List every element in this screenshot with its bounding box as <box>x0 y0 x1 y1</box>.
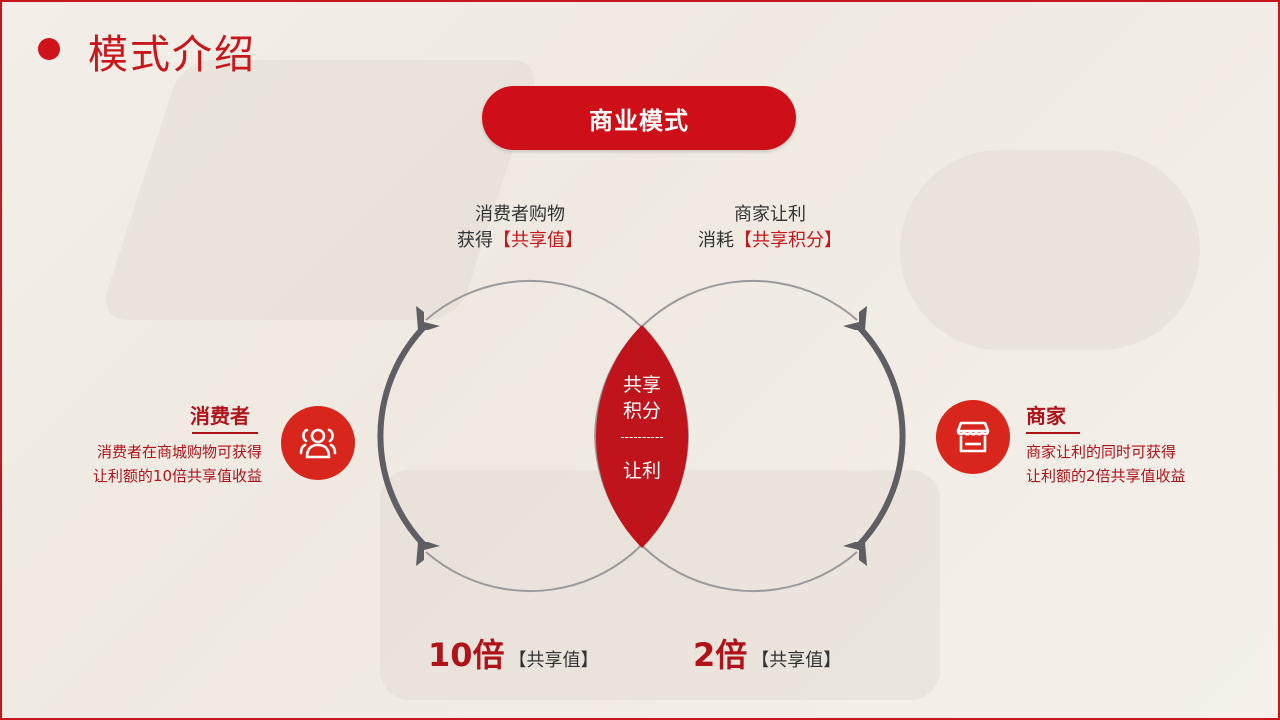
consumer-title: 消费者 <box>190 404 250 428</box>
caption-line: 消费者购物 <box>475 204 565 225</box>
lens-line: 积分 <box>622 400 661 422</box>
multiplier-value: 2倍 <box>693 636 748 674</box>
consumer-description: 消费者在商城购物可获得 让利额的10倍共享值收益 <box>52 440 262 488</box>
lens-label-discount: 让利 <box>622 460 661 482</box>
users-icon <box>299 428 337 459</box>
desc-line: 让利额的10倍共享值收益 <box>92 467 262 485</box>
caption-line: 消耗【共享积分】 <box>660 228 880 254</box>
desc-line: 消费者在商城购物可获得 <box>96 443 262 461</box>
merchant-description: 商家让利的同时可获得 让利额的2倍共享值收益 <box>1026 440 1246 488</box>
multiplier-label: 【共享值】 <box>508 650 599 671</box>
merchant-underline <box>1026 432 1080 434</box>
caption-prefix: 获得 <box>457 230 493 251</box>
lens-line: 共享 <box>622 374 661 396</box>
desc-line: 让利额的2倍共享值收益 <box>1026 467 1186 485</box>
arrowhead-bottom-left-icon <box>416 542 440 566</box>
desc-line: 商家让利的同时可获得 <box>1026 443 1177 461</box>
right-circle-thick-arc <box>854 322 906 550</box>
lens-label-shared-points: 共享 积分 <box>596 372 688 424</box>
right-circle-thin-arc <box>593 279 858 593</box>
caption-merchant-discount: 商家让利 消耗【共享积分】 <box>660 202 880 254</box>
caption-consumer-shopping: 消费者购物 获得【共享值】 <box>420 202 620 254</box>
lens-divider: ---------- <box>620 430 664 444</box>
overlap-lens <box>595 325 689 548</box>
caption-highlight: 【共享积分】 <box>734 230 842 251</box>
merchant-title: 商家 <box>1026 404 1066 428</box>
multiplier-label: 【共享值】 <box>751 650 842 671</box>
multiplier-merchant: 2倍 【共享值】 <box>693 630 841 676</box>
left-circle-thick-arc <box>377 322 429 550</box>
store-icon <box>956 421 990 453</box>
caption-prefix: 消耗 <box>698 230 734 251</box>
arrowhead-bottom-right-icon <box>843 542 867 566</box>
caption-highlight: 【共享值】 <box>493 230 583 251</box>
arrowhead-top-right-icon <box>843 306 867 330</box>
consumer-icon-badge <box>281 406 355 480</box>
caption-line: 获得【共享值】 <box>420 228 620 254</box>
multiplier-consumer: 10倍 【共享值】 <box>428 630 599 676</box>
multiplier-value: 10倍 <box>428 636 505 674</box>
page-title: 模式介绍 <box>88 32 256 78</box>
merchant-icon-badge <box>936 400 1010 474</box>
business-model-badge: 商业模式 <box>482 86 796 150</box>
arrowhead-top-left-icon <box>416 306 440 330</box>
consumer-underline <box>192 432 258 434</box>
caption-line: 商家让利 <box>734 204 806 225</box>
title-bullet-icon <box>38 38 60 60</box>
background-hand-shape <box>900 150 1200 350</box>
